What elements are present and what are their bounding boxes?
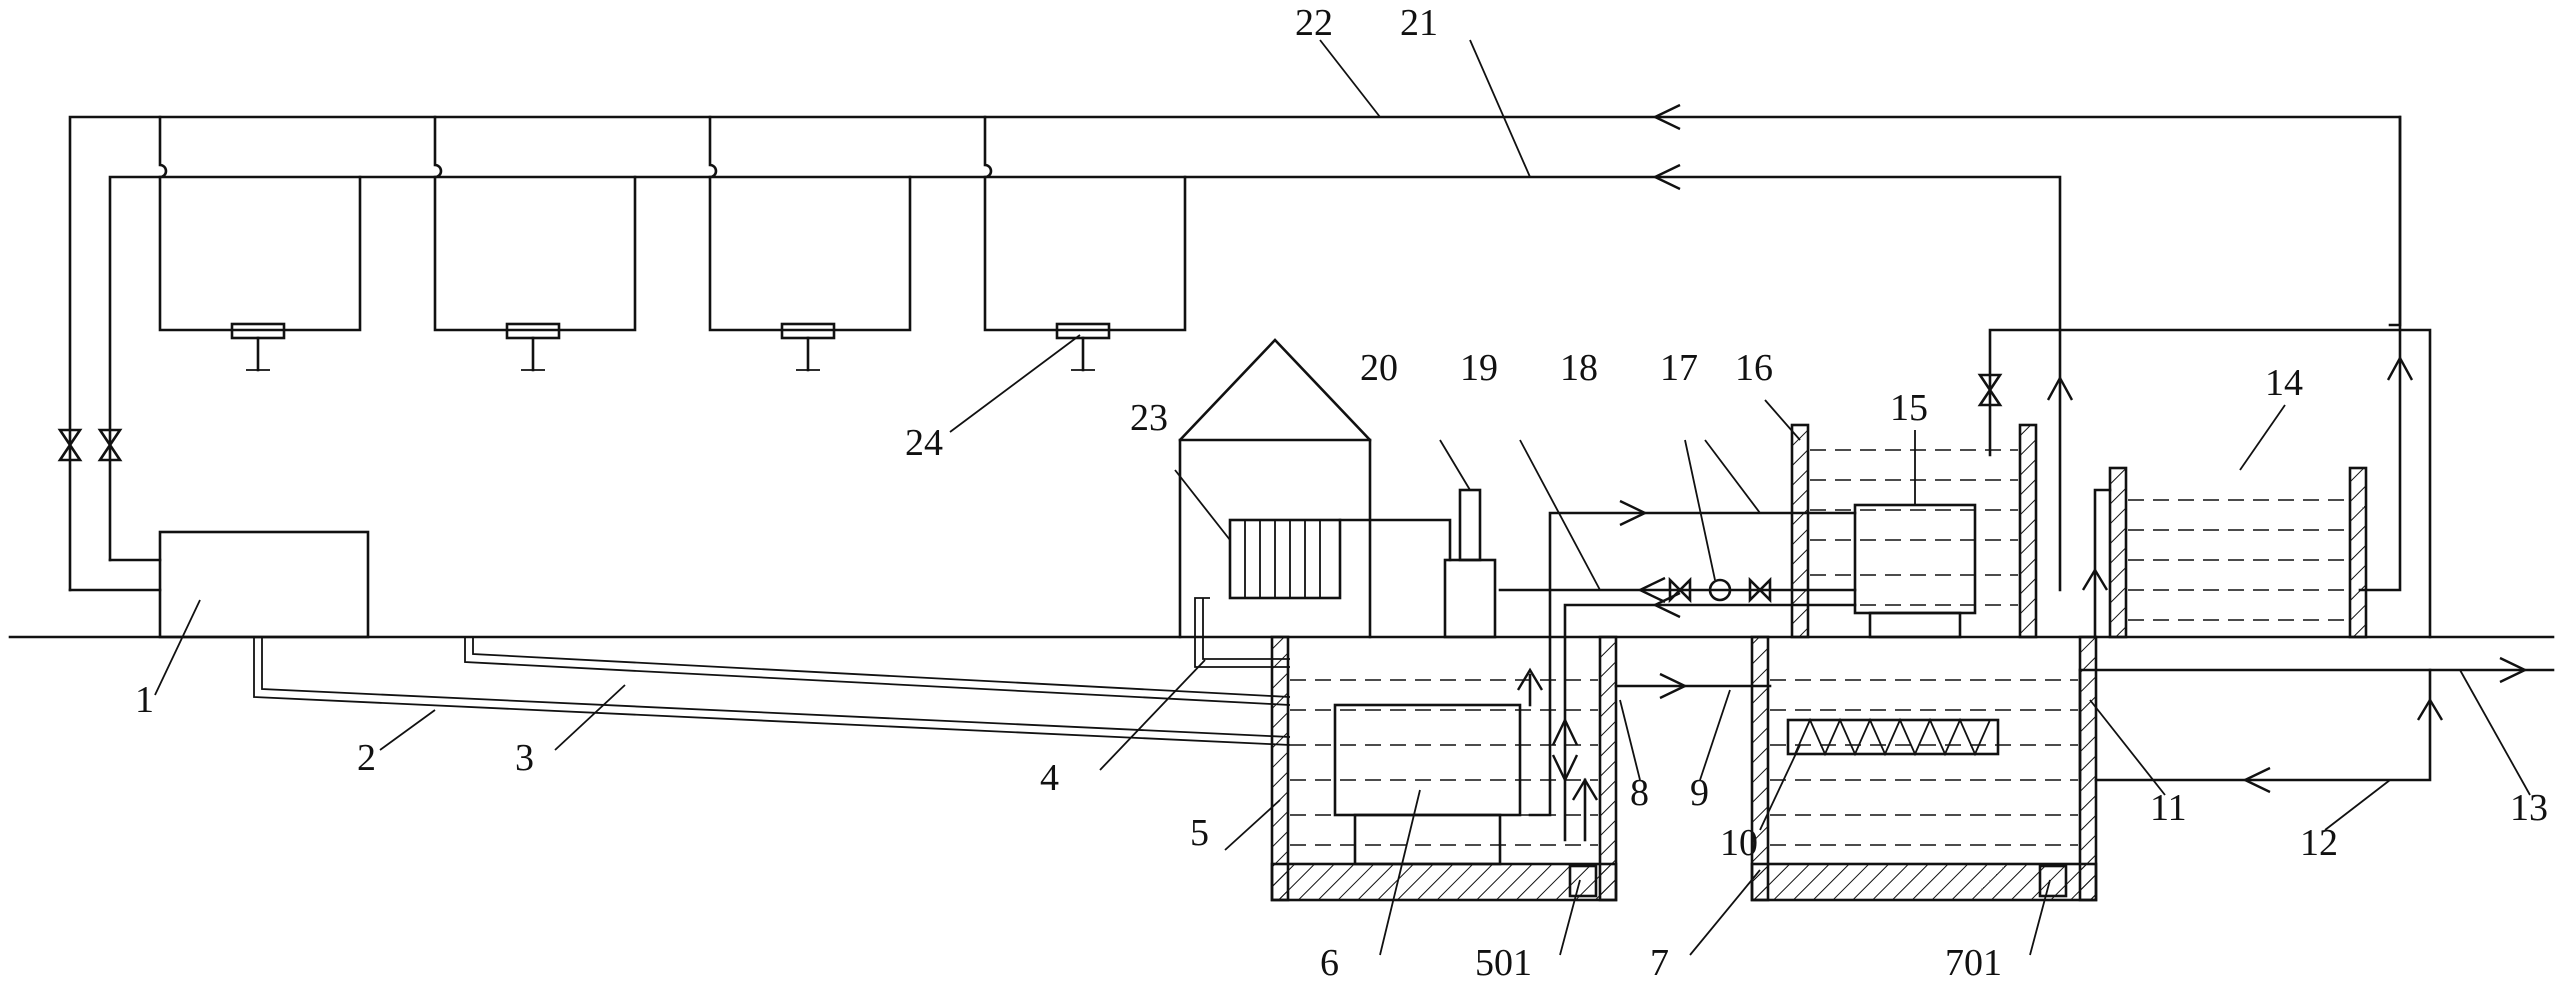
label-17: 17	[1660, 347, 1698, 389]
label-19: 19	[1460, 347, 1498, 389]
label-21: 21	[1400, 2, 1438, 44]
pipe-22	[68, 115, 2402, 592]
pump-15-base	[1868, 611, 1962, 639]
label-14: 14	[2265, 362, 2303, 404]
label-24: 24	[905, 422, 943, 464]
label-23: 23	[1130, 397, 1168, 439]
component-labels: 1 2 3 4 5 6 501 7 701 8 9 10 11 12 13 14…	[135, 2, 2548, 984]
pipes-11-12-13	[2078, 488, 2555, 794]
label-4: 4	[1040, 757, 1059, 799]
top-arrows	[1652, 103, 1681, 191]
tank16-outlet	[1977, 328, 2432, 639]
pipe-8-9	[1614, 672, 1772, 700]
label-10: 10	[1720, 822, 1758, 864]
label-3: 3	[515, 737, 534, 779]
label-9: 9	[1690, 772, 1709, 814]
label-13: 13	[2510, 787, 2548, 829]
label-20: 20	[1360, 347, 1398, 389]
label-18: 18	[1560, 347, 1598, 389]
label-8: 8	[1630, 772, 1649, 814]
box-1	[158, 530, 370, 639]
leader-lines	[154, 39, 2531, 956]
box-6-base	[1353, 813, 1502, 866]
tank-5	[1270, 635, 1618, 902]
label-6: 6	[1320, 942, 1339, 984]
tank-7	[1750, 635, 2098, 902]
label-2: 2	[357, 737, 376, 779]
device-20	[1443, 488, 1497, 639]
house-23	[1178, 338, 1452, 639]
label-1: 1	[135, 679, 154, 721]
pipes-17-18-19	[1498, 499, 1857, 842]
coil-10	[1786, 717, 2000, 757]
pipes-2-3	[253, 637, 1291, 746]
pump-15	[1853, 503, 1977, 615]
label-5: 5	[1190, 812, 1209, 854]
box-6	[1333, 703, 1522, 817]
tank-14	[2108, 466, 2368, 639]
pipe-4	[1194, 597, 1290, 668]
left-valves	[57, 428, 123, 462]
emitters	[230, 322, 1111, 372]
label-15: 15	[1890, 387, 1928, 429]
greenhouse-branches	[158, 115, 1187, 332]
label-22: 22	[1295, 2, 1333, 44]
tank-16	[1790, 423, 2038, 639]
label-16: 16	[1735, 347, 1773, 389]
pipe-21	[108, 175, 2062, 592]
label-701: 701	[1945, 942, 2002, 984]
label-12: 12	[2300, 822, 2338, 864]
label-11: 11	[2150, 787, 2187, 829]
label-501: 501	[1475, 942, 1532, 984]
label-7: 7	[1650, 942, 1669, 984]
